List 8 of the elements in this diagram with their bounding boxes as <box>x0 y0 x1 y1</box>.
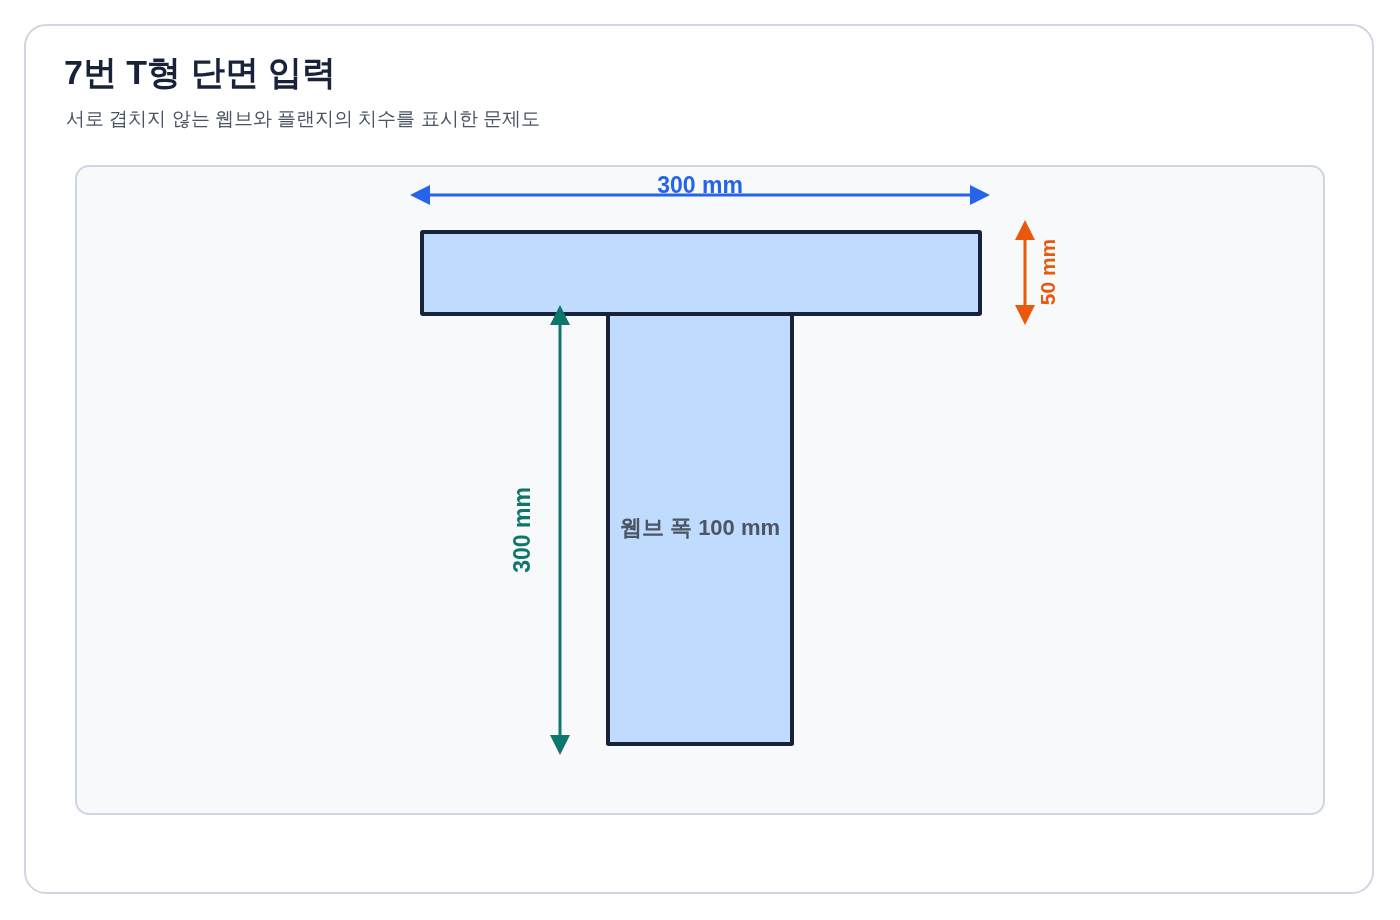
web-width-label: 웹브 폭 100 mm <box>619 513 781 542</box>
flange-rect <box>420 230 982 316</box>
dimension-label: 50 mm <box>1036 238 1060 306</box>
subtitle: 서로 겹치지 않는 웹브와 플랜지의 치수를 표시한 문제도 <box>66 107 540 131</box>
dimension-label: 300 mm <box>657 172 743 199</box>
dimension-label: 300 mm <box>508 487 536 573</box>
web-rect <box>606 313 794 746</box>
title: 7번 T형 단면 입력 <box>64 52 337 93</box>
